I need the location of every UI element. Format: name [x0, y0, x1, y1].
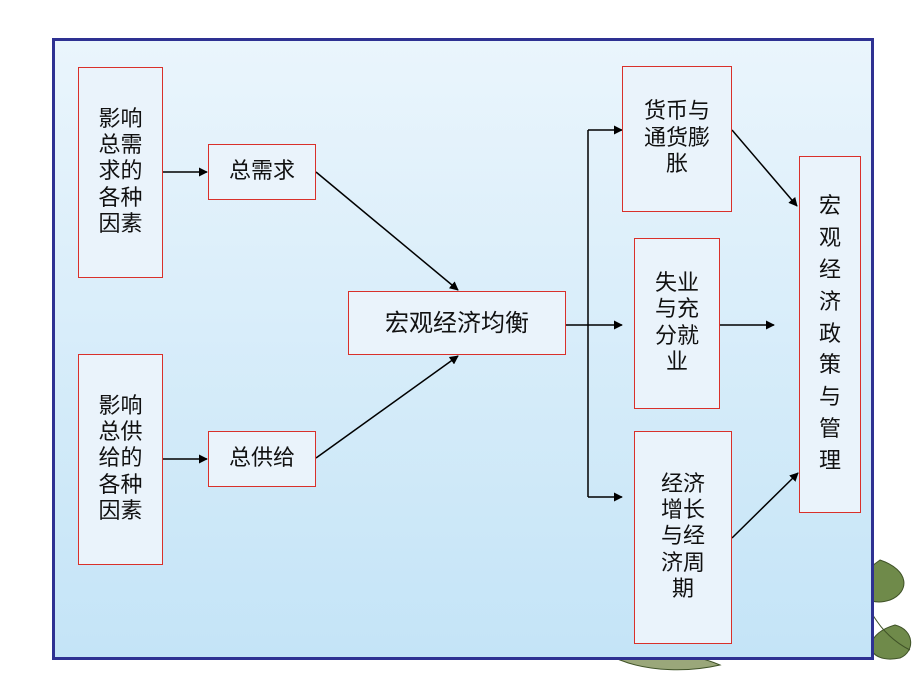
arrow-supply-to-equilibrium: [315, 355, 459, 459]
arrow-demand-to-equilibrium: [315, 171, 459, 291]
aggregate-demand-box: 总需求: [208, 144, 316, 200]
growth-cycle-label: 经济 增长 与经 济周 期: [660, 471, 705, 603]
policy-box: 宏 观 经 济 政 策 与 管 理: [799, 156, 861, 513]
money-inflation-box: 货币与 通货膨 胀: [622, 66, 732, 212]
aggregate-demand-label: 总需求: [228, 158, 295, 184]
demand-factors-box: 影响 总需 求的 各种 因素: [78, 67, 163, 278]
unemployment-box: 失业 与充 分就 业: [634, 238, 720, 409]
unemployment-label: 失业 与充 分就 业: [654, 270, 699, 375]
policy-label: 宏 观 经 济 政 策 与 管 理: [818, 193, 841, 475]
aggregate-supply-label: 总供给: [228, 445, 295, 471]
supply-factors-box: 影响 总供 给的 各种 因素: [78, 354, 163, 565]
aggregate-supply-box: 总供给: [208, 431, 316, 487]
supply-factors-label: 影响 总供 给的 各种 因素: [98, 393, 143, 525]
macro-equilibrium-label: 宏观经济均衡: [385, 308, 529, 337]
arrow-money-to-policy: [731, 129, 798, 207]
macro-equilibrium-box: 宏观经济均衡: [348, 291, 566, 355]
money-inflation-label: 货币与 通货膨 胀: [643, 99, 710, 178]
demand-factors-label: 影响 总需 求的 各种 因素: [98, 106, 143, 238]
arrow-growth-to-policy: [731, 472, 799, 539]
diagram-panel: [52, 38, 874, 660]
growth-cycle-box: 经济 增长 与经 济周 期: [634, 431, 732, 644]
